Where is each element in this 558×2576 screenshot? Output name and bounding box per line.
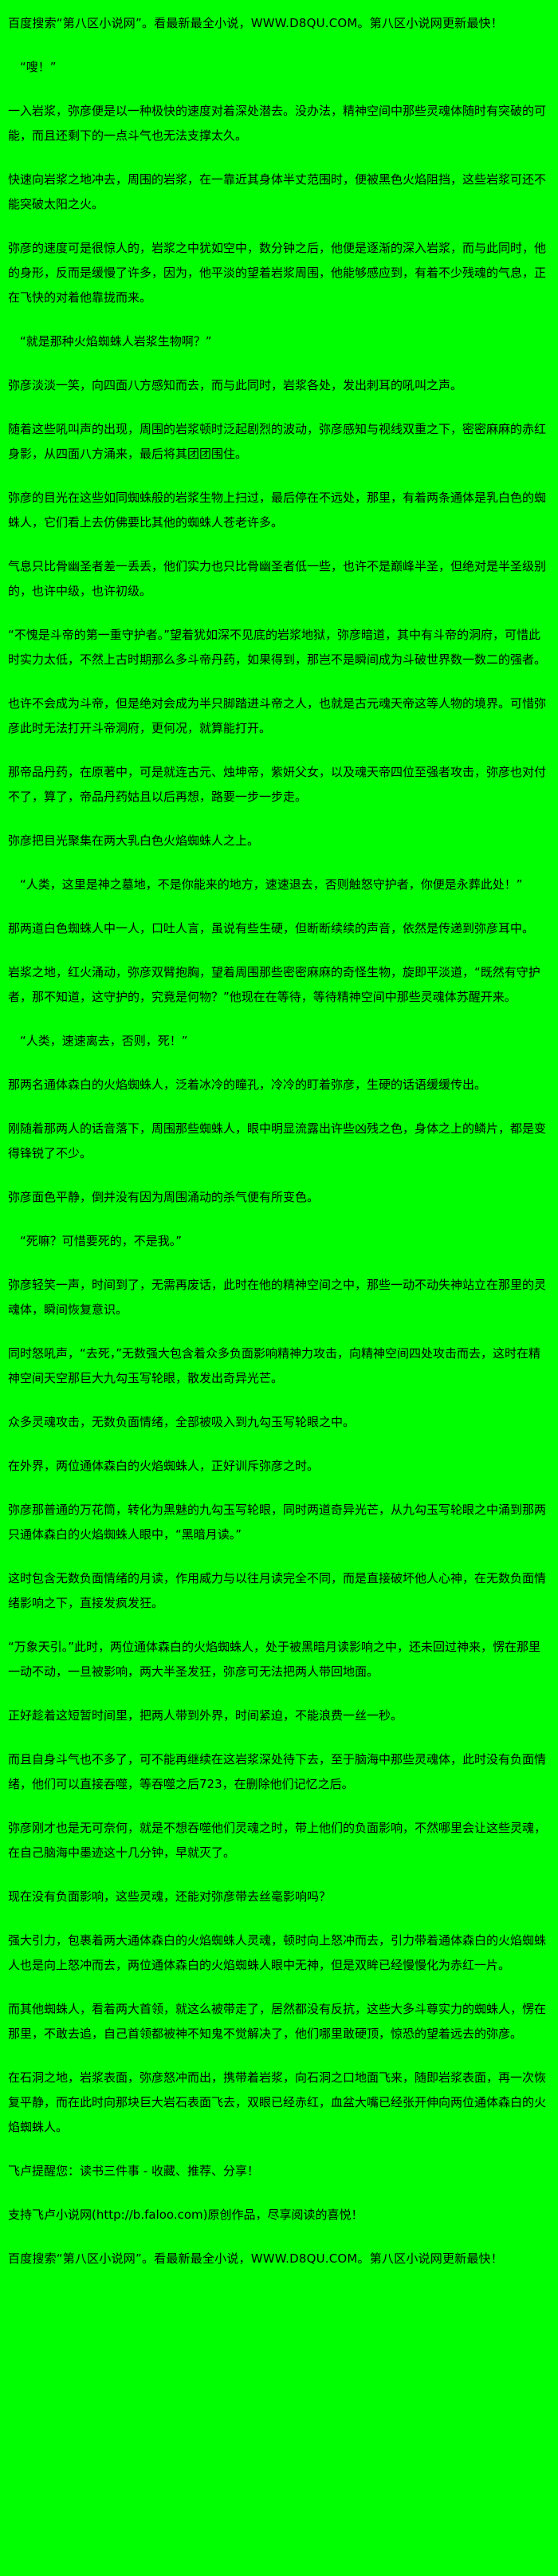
chapter-content: “嗖！” 一入岩浆，弥彦便是以一种极快的速度对着深处潜去。没办法，精神空间中那些… bbox=[8, 55, 550, 2140]
paragraph: “就是那种火焰蜘蛛人岩浆生物啊？” bbox=[20, 334, 212, 349]
paragraph: “人类，这里是神之墓地，不是你能来的地方，速速退去，否则触怒守护者，你便是永葬此… bbox=[20, 877, 523, 892]
paragraph: 弥彦刚才也是无可奈何，就是不想吞噬他们灵魂之时，带上他们的负面影响，不然哪里会让… bbox=[8, 1821, 547, 1860]
paragraph: 那两名通体森白的火焰蜘蛛人，泛着冰冷的瞳孔，冷冷的盯着弥彦，生硬的话语缓缓传出。 bbox=[8, 1077, 487, 1092]
paragraph: 刚随着那两人的话音落下，周围那些蜘蛛人，眼中明显流露出许些凶残之色，身体之上的鳞… bbox=[8, 1121, 547, 1160]
paragraph: 也许不会成为斗帝，但是绝对会成为半只脚踏进斗帝之人，也就是古元魂天帝这等人物的境… bbox=[8, 696, 547, 735]
paragraph: 众多灵魂攻击，无数负面情绪，全部被吸入到九勾玉写轮眼之中。 bbox=[8, 1415, 356, 1429]
faloo-reminder: 飞卢提醒您：读书三件事 - 收藏、推荐、分享！ bbox=[8, 2164, 259, 2178]
paragraph: 而其他蜘蛛人，看着两大首领，就这么被带走了，居然都没有反抗，这些大多斗尊实力的蜘… bbox=[8, 2002, 547, 2041]
paragraph: “死嘛？可惜要死的，不是我。” bbox=[20, 1234, 183, 1248]
paragraph: “万象天引。”此时，两位通体森白的火焰蜘蛛人，处于被黑暗月读影响之中，还未回过神… bbox=[8, 1640, 541, 1679]
paragraph: 强大引力，包裹着两大通体森白的火焰蜘蛛人灵魂，顿时向上怒冲而去，引力带着通体森白… bbox=[8, 1933, 547, 1972]
paragraph: 气息只比骨幽圣者差一丢丢，他们实力也只比骨幽圣者低一些，也许不是巅峰半圣，但绝对… bbox=[8, 559, 547, 598]
paragraph: 弥彦轻笑一声，时间到了，无需再废话，此时在他的精神空间之中，那些一动不动失神站立… bbox=[8, 1278, 547, 1317]
paragraph: “人类，速速离去，否则，死！” bbox=[20, 1034, 188, 1048]
paragraph: 而且自身斗气也不多了，可不能再继续在这岩浆深处待下去，至于脑海中那些灵魂体，此时… bbox=[8, 1752, 547, 1791]
paragraph: “嗖！” bbox=[20, 60, 57, 74]
paragraph: 一入岩浆，弥彦便是以一种极快的速度对着深处潜去。没办法，精神空间中那些灵魂体随时… bbox=[8, 104, 547, 143]
faloo-support-note: 支持飞卢小说网(http://b.faloo.com)原创作品，尽享阅读的喜悦！ bbox=[8, 2208, 363, 2222]
paragraph: 现在没有负面影响，这些灵魂，还能对弥彦带去丝毫影响吗？ bbox=[8, 1889, 332, 1904]
paragraph: 弥彦面色平静，倒并没有因为周围涌动的杀气便有所变色。 bbox=[8, 1190, 320, 1204]
paragraph: 在外界，两位通体森白的火焰蜘蛛人，正好训斥弥彦之时。 bbox=[8, 1459, 320, 1473]
paragraph: 弥彦的目光在这些如同蜘蛛般的岩浆生物上扫过，最后停在不远处，那里，有着两条通体是… bbox=[8, 490, 547, 530]
paragraph: 同时怒吼声，“去死，”无数强大包含着众多负面影响精神力攻击，向精神空间四处攻击而… bbox=[8, 1346, 541, 1385]
paragraph: 那两道白色蜘蛛人中一人，口吐人言，虽说有些生硬，但断断续续的声音，依然是传递到弥… bbox=[8, 921, 535, 935]
paragraph: 随着这些吼叫声的出现，周围的岩浆顿时泛起剧烈的波动，弥彦感知与视线双重之下，密密… bbox=[8, 422, 547, 461]
paragraph: 弥彦把目光聚集在两大乳白色火焰蜘蛛人之上。 bbox=[8, 833, 260, 848]
bottom-promo-banner: 百度搜索“第八区小说网”。看最新最全小说，WWW.D8QU.COM。第八区小说网… bbox=[8, 2251, 503, 2266]
paragraph: 弥彦淡淡一笑，向四面八方感知而去，而与此同时，岩浆各处，发出刺耳的吼叫之声。 bbox=[8, 378, 463, 392]
paragraph: 那帝品丹药，在原著中，可是就连古元、烛坤帝，紫妍父女，以及魂天帝四位至强者攻击，… bbox=[8, 765, 547, 804]
top-promo-banner: 百度搜索“第八区小说网”。看最新最全小说，WWW.D8QU.COM。第八区小说网… bbox=[8, 16, 503, 30]
paragraph: 正好趁着这短暂时间里，把两人带到外界，时间紧迫，不能浪费一丝一秒。 bbox=[8, 1708, 403, 1723]
paragraph: “不愧是斗帝的第一重守护者。”望着犹如深不见底的岩浆地狱，弥彦暗道，其中有斗帝的… bbox=[8, 628, 547, 667]
paragraph: 弥彦那普通的万花筒，转化为黑魅的九勾玉写轮眼，同时两道奇异光芒，从九勾玉写轮眼之… bbox=[8, 1503, 547, 1542]
paragraph: 弥彦的速度可是很惊人的，岩浆之中犹如空中，数分钟之后，他便是逐渐的深入岩浆，而与… bbox=[8, 241, 547, 305]
paragraph: 这时包含无数负面情绪的月读，作用威力与以往月读完全不同，而是直接破坏他人心神，在… bbox=[8, 1571, 547, 1610]
paragraph: 岩浆之地，红火涌动，弥彦双臂抱胸，望着周围那些密密麻麻的奇怪生物，旋即平淡道，“… bbox=[8, 965, 540, 1004]
paragraph: 在石洞之地，岩浆表面，弥彦怒冲而出，携带着岩浆，向石洞之口地面飞来，随即岩浆表面… bbox=[8, 2070, 547, 2134]
paragraph: 快速向岩浆之地冲去，周围的岩浆，在一靠近其身体半丈范围时，便被黑色火焰阻挡，这些… bbox=[8, 172, 547, 211]
